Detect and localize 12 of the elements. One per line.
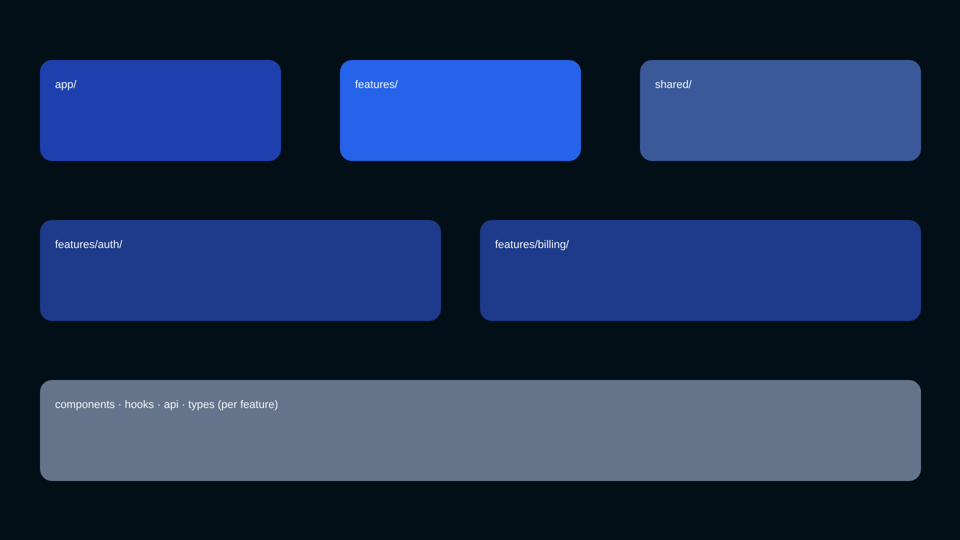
folder-label: features/billing/ (495, 239, 569, 252)
folder-box (40, 380, 921, 481)
folder-box (480, 220, 921, 321)
folder-label: shared/ (655, 79, 692, 92)
folder-box (640, 60, 921, 161)
folder-box (340, 60, 581, 161)
folder-label: features/auth/ (55, 239, 122, 252)
folder-box (40, 220, 441, 321)
folder-label: features/ (355, 79, 398, 92)
folder-box (40, 60, 281, 161)
folder-label: components · hooks · api · types (per feature) (55, 399, 278, 412)
folder-label: app/ (55, 79, 76, 92)
